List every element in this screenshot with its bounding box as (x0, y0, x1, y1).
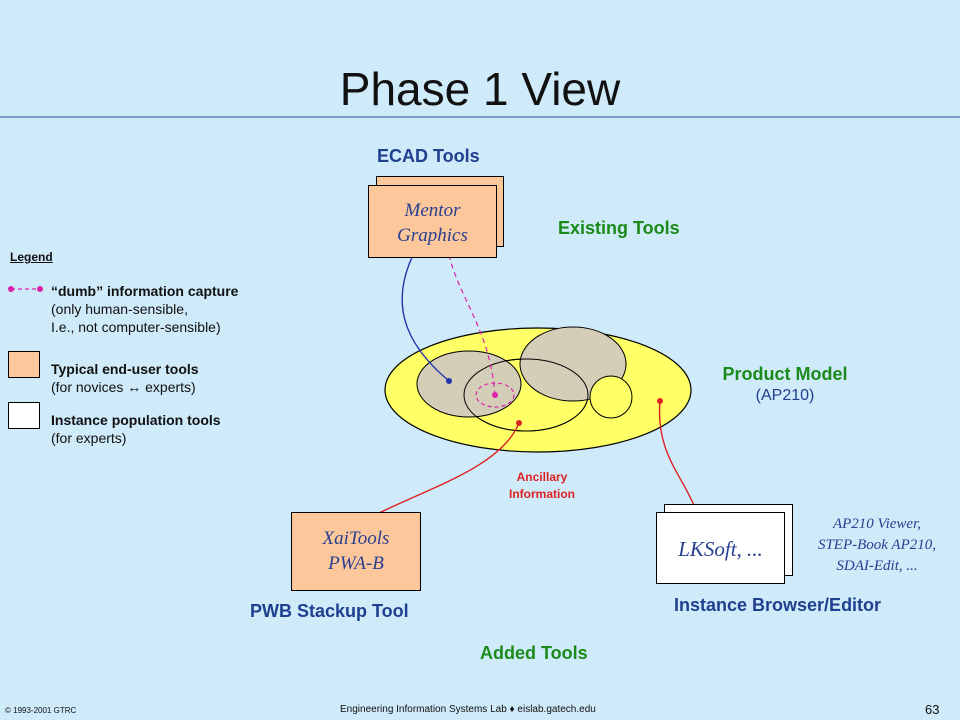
legend-dumb-line2: (only human-sensible, (51, 301, 188, 317)
legend-instance-title: Instance population tools (51, 412, 221, 428)
pwb-stackup-label: PWB Stackup Tool (250, 601, 409, 621)
page-title: Phase 1 View (339, 63, 621, 115)
lksoft-card: LKSoft, ... (656, 512, 785, 584)
model-region-center-outline (463, 358, 589, 432)
link-xaitools-endpoint-top (516, 420, 522, 426)
ancillary-line1: Ancillary (516, 470, 568, 484)
xai-line1: XaiTools (322, 528, 390, 549)
page-number: 63 (925, 702, 940, 717)
footer-copyright: © 1993-2001 GTRC (5, 706, 77, 715)
legend-dashed-dot-right (37, 286, 43, 292)
model-region-left (416, 350, 522, 418)
ancillary-line2: Information (509, 487, 575, 501)
product-model-label: Product Model (AP210) (710, 364, 860, 405)
legend-instance-entry: Instance population tools (for experts) (51, 411, 221, 447)
xaitools-card: XaiTools PWA-B (291, 512, 421, 591)
ancillary-information-label: Ancillary Information (486, 469, 598, 503)
title-divider (0, 116, 960, 118)
legend-dumb-entry: “dumb” information capture (only human-s… (51, 282, 238, 336)
legend-dumb-line3: I.e., not computer-sensible) (51, 319, 221, 335)
legend-peach-swatch (8, 351, 40, 378)
added-tools-label: Added Tools (480, 643, 588, 663)
link-mentor-endpoint-bottom (446, 378, 452, 384)
product-model-title: Product Model (722, 364, 848, 384)
ap210-line3: SDAI-Edit, ... (836, 558, 918, 574)
model-region-small (589, 375, 633, 419)
existing-tools-label: Existing Tools (558, 218, 680, 238)
legend-dashed-dot-left (8, 286, 14, 292)
legend-white-swatch (8, 402, 40, 429)
product-model-subtitle: (AP210) (755, 387, 815, 404)
legend-typical-entry: Typical end-user tools (for novices ↔ ex… (51, 360, 199, 396)
link-lksoft-endpoint-top (657, 398, 663, 404)
ecad-tools-label: ECAD Tools (377, 146, 480, 166)
footer-lab: Engineering Information Systems Lab ♦ ei… (340, 704, 596, 715)
mentor-line1: Mentor (404, 200, 461, 221)
lksoft-label: LKSoft, ... (678, 537, 763, 561)
mentor-line2: Graphics (397, 225, 468, 246)
instance-browser-label: Instance Browser/Editor (674, 595, 882, 615)
ap210-line1: AP210 Viewer, (832, 516, 922, 532)
link-mentor-model (401, 254, 450, 382)
ap210-tools-list: AP210 Viewer, STEP-Book AP210, SDAI-Edit… (798, 514, 956, 577)
link-mentor-dumb-capture (448, 254, 496, 396)
legend-typical-title: Typical end-user tools (51, 361, 199, 377)
xai-line2: PWA-B (328, 553, 384, 574)
dumb-capture-endpoint-bottom (492, 392, 498, 398)
legend-dumb-title: “dumb” information capture (51, 283, 239, 299)
dumb-capture-circle (475, 382, 515, 408)
legend-typical-line2: (for novices ↔ experts) (51, 379, 196, 395)
mentor-graphics-card: Mentor Graphics (368, 185, 497, 258)
legend-title: Legend (10, 250, 53, 264)
ap210-line2: STEP-Book AP210, (817, 537, 937, 553)
legend-instance-line2: (for experts) (51, 430, 127, 446)
